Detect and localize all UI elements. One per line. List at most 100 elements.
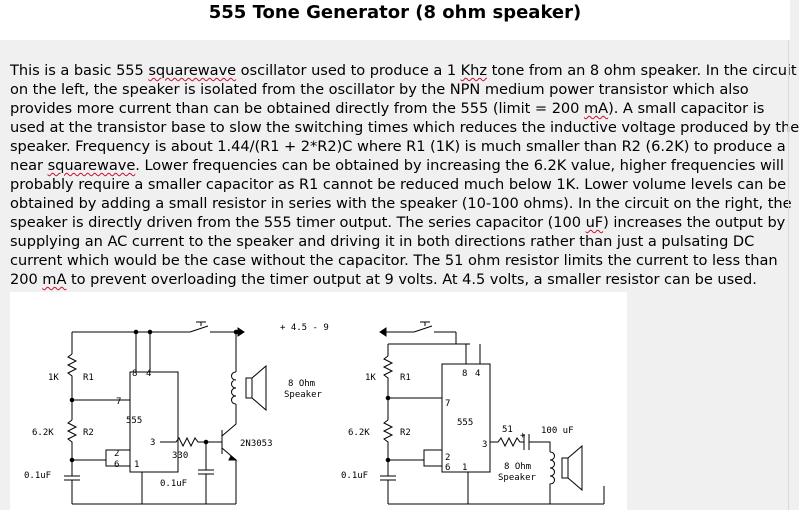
right-pin1: 1 — [462, 463, 467, 473]
article-body: This is a basic 555 squarewave oscillato… — [10, 61, 799, 289]
right-arrow-icon — [379, 327, 387, 337]
page-title: 555 Tone Generator (8 ohm speaker) — [208, 2, 582, 23]
spellcheck-word: Khz — [460, 62, 487, 79]
right-supply-rail — [388, 332, 470, 345]
left-pin7: 7 — [116, 397, 121, 407]
right-speaker-icon — [561, 457, 569, 479]
article-text: ) increases the output by — [603, 214, 786, 231]
article-text: obtained by adding a small resistor in s… — [10, 195, 792, 212]
right-r2-resistor — [382, 419, 394, 466]
article-line: near squarewave. Lower frequencies can b… — [10, 156, 786, 175]
left-wire-pin26 — [72, 449, 130, 467]
article-text: This is a basic 555 — [10, 62, 149, 79]
right-cap-label: 0.1uF — [341, 471, 368, 481]
article-text: provides more current than can be obtain… — [10, 100, 584, 117]
right-r1-name: R1 — [400, 373, 411, 383]
spellcheck-word: mA — [42, 271, 67, 288]
right-output-network — [490, 434, 551, 452]
article-line: provides more current than can be obtain… — [10, 99, 786, 118]
right-pin6: 6 — [445, 463, 450, 473]
article-line: probably require a smaller capacitor as … — [10, 175, 786, 194]
left-base-res-label: 330 — [172, 451, 188, 461]
right-pin7: 7 — [445, 399, 450, 409]
article-text: probably require a smaller capacitor as … — [10, 176, 787, 193]
spellcheck-word: squarewave — [47, 157, 136, 174]
article-text: on the left, the speaker is isolated fro… — [10, 81, 749, 98]
right-r2-value: 6.2K — [348, 428, 370, 438]
left-pin6: 6 — [114, 460, 119, 470]
article-line: 200 mA to prevent overloading the timer … — [10, 270, 786, 289]
right-pin2: 2 — [445, 453, 450, 463]
left-chip-label: 555 — [126, 416, 142, 426]
left-pin8: 8 — [132, 369, 137, 379]
article-text: tone from an 8 ohm speaker. In the circu… — [486, 62, 797, 79]
title-bar: 555 Tone Generator (8 ohm speaker) — [0, 0, 790, 40]
right-pin3: 3 — [482, 440, 487, 450]
article-text: current which would be the case without … — [10, 252, 778, 269]
article-line: used at the transistor base to slow the … — [10, 118, 799, 137]
right-r1-resistor — [382, 355, 394, 392]
article-line: on the left, the speaker is isolated fro… — [10, 80, 786, 99]
article-line: current which would be the case without … — [10, 251, 786, 270]
article-text: speaker. Frequency is about 1.44/(R1 + 2… — [10, 138, 786, 155]
left-base-resistor — [160, 436, 222, 448]
left-circuit: 1K R1 6.2K R2 0.1uF 8 4 7 555 2 6 1 — [24, 321, 323, 505]
article-line: speaker is directly driven from the 555 … — [10, 213, 786, 232]
left-wire-pin84 — [135, 332, 151, 372]
left-r1-resistor — [66, 353, 78, 394]
right-series-res-label: 51 — [502, 425, 513, 435]
right-timing-capacitor — [380, 466, 396, 504]
left-speaker-coil — [231, 371, 237, 405]
left-r2-resistor — [66, 419, 78, 466]
left-pin4: 4 — [146, 369, 151, 379]
article-line: obtained by adding a small resistor in s… — [10, 194, 792, 213]
article-text: to prevent overloading the timer output … — [66, 271, 757, 288]
left-transistor-label: 2N3053 — [240, 439, 273, 449]
right-r2-name: R2 — [400, 428, 411, 438]
left-transistor — [221, 404, 237, 504]
article-text: speaker is directly driven from the 555 … — [10, 214, 586, 231]
left-emitter-arrow — [228, 455, 238, 461]
left-pin1: 1 — [134, 460, 139, 470]
right-switch — [413, 321, 433, 333]
article-text: near — [10, 157, 48, 174]
schematic-diagram: + 4.5 - 9 1K R1 6.2K R2 — [10, 292, 627, 510]
left-cap-label: 0.1uF — [24, 471, 51, 481]
right-speaker-l1: 8 Ohm — [504, 462, 531, 472]
left-junction-4 — [147, 329, 153, 335]
schematic-svg: + 4.5 - 9 1K R1 6.2K R2 — [24, 321, 605, 505]
left-switch — [189, 321, 209, 333]
right-ground-rail — [388, 472, 605, 505]
right-pin8: 8 — [462, 369, 467, 379]
right-r1-value: 1K — [365, 373, 376, 383]
right-speaker-coil — [549, 451, 555, 504]
left-base-capacitor — [198, 442, 214, 504]
spellcheck-word: uF — [585, 214, 604, 231]
article-line: This is a basic 555 squarewave oscillato… — [10, 61, 797, 80]
left-timing-capacitor — [64, 466, 80, 504]
article-text: used at the transistor base to slow the … — [10, 119, 799, 136]
left-pin2: 2 — [114, 449, 119, 459]
left-speaker-cone — [251, 364, 267, 412]
left-base-cap-label: 0.1uF — [160, 479, 187, 489]
left-speaker-l2: Speaker — [284, 390, 323, 400]
left-r1-value: 1K — [48, 373, 59, 383]
right-series-cap-label: 100 uF — [541, 426, 574, 436]
right-circuit: 1K R1 6.2K R2 0.1uF 8 4 7 555 2 6 1 3 — [341, 321, 605, 505]
right-cap-plus: + — [520, 431, 526, 441]
left-r2-value: 6.2K — [32, 428, 54, 438]
left-r2-name: R2 — [83, 428, 94, 438]
article-text: oscillator used to produce a 1 — [236, 62, 461, 79]
right-chip-label: 555 — [457, 418, 473, 428]
left-555-chip — [129, 371, 179, 473]
left-pin3: 3 — [150, 438, 155, 448]
right-wire-pin84 — [465, 344, 481, 364]
right-wire-pin26 — [388, 449, 442, 467]
left-arrow-icon — [237, 327, 245, 337]
article-text: . Lower frequencies can be obtained by i… — [135, 157, 784, 174]
right-speaker-cone — [567, 444, 583, 492]
left-junction-coll — [233, 329, 239, 335]
article-text: ). A small capacitor is — [608, 100, 765, 117]
right-pin4: 4 — [475, 369, 480, 379]
spellcheck-word: squarewave — [148, 62, 237, 79]
